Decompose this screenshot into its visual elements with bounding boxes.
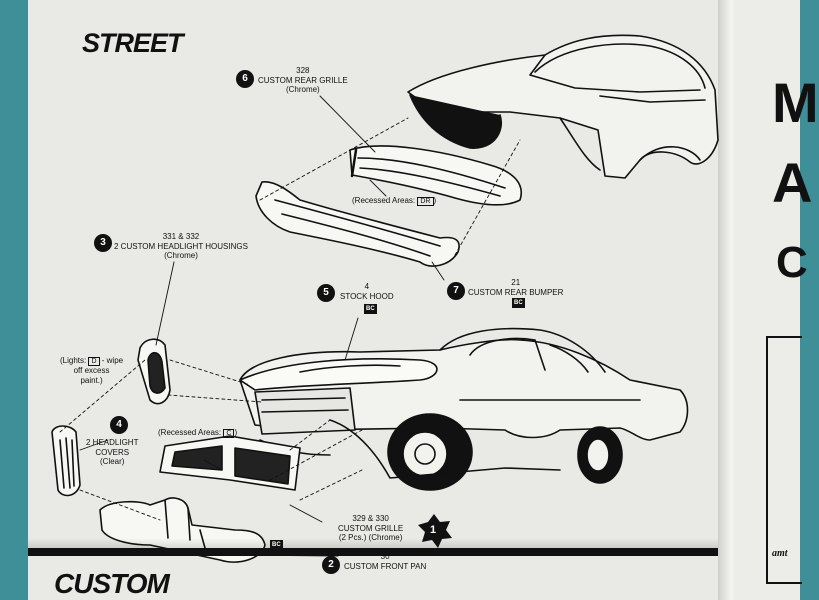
recessed-text: (Recessed Areas:	[158, 428, 222, 437]
part-finish: (Chrome)	[285, 85, 320, 94]
recessed-close: )	[433, 196, 437, 205]
part-number: 4	[364, 282, 370, 291]
step-7-number: 7	[447, 282, 465, 300]
bc-badge: BC	[512, 298, 525, 308]
step-1-star-badge	[418, 514, 452, 548]
callout-front-pan: 30 CUSTOM FRONT PAN	[344, 552, 426, 571]
headlight-housing-drawing	[137, 338, 171, 405]
callout-recessed-c: (Recessed Areas: C)	[158, 428, 237, 438]
step-1-number: 1	[430, 524, 437, 536]
step-6-number: 6	[236, 70, 254, 88]
part-name: CUSTOM REAR BUMPER	[468, 287, 564, 297]
part-number: 331 & 332	[162, 232, 200, 241]
front-grille-drawing	[159, 435, 301, 491]
step-4-number: 4	[110, 416, 128, 434]
step-3-number: 3	[94, 234, 112, 252]
street-heading: STREET	[82, 28, 184, 58]
exploded-view-illustration	[51, 34, 719, 563]
part-number: 21	[511, 278, 521, 287]
part-number: 30	[380, 552, 390, 561]
part-name: CUSTOM GRILLE	[338, 523, 404, 533]
part-name: 2 HEADLIGHT	[86, 438, 139, 447]
note-text: off excess	[73, 366, 110, 375]
recessed-text: (Recessed Areas:	[352, 196, 416, 205]
paint-code-box: D	[88, 357, 100, 366]
paper-crease	[28, 538, 718, 548]
note-text: (Lights:	[60, 356, 87, 365]
right-page-letter: M	[772, 71, 819, 134]
part-finish: (Clear)	[100, 457, 125, 466]
rear-bumper-drawing	[255, 181, 460, 267]
part-name: CUSTOM FRONT PAN	[344, 561, 427, 571]
part-finish: (Chrome)	[164, 251, 198, 260]
callout-rear-bumper: 21 CUSTOM REAR BUMPER	[468, 278, 563, 297]
paint-code-box: DR	[417, 197, 434, 206]
callout-recessed-dr: (Recessed Areas: DR)	[352, 196, 436, 206]
right-page-letter: A	[772, 151, 813, 214]
front-car-drawing	[239, 327, 689, 491]
part-name: STOCK HOOD	[340, 291, 394, 301]
callout-rear-grille: 328 CUSTOM REAR GRILLE (Chrome)	[258, 66, 348, 95]
rear-body-drawing	[407, 34, 719, 179]
note-text: paint.)	[80, 375, 103, 385]
callout-front-grille: 329 & 330 CUSTOM GRILLE (2 Pcs.) (Chrome…	[338, 514, 403, 543]
note-text: - wipe	[101, 356, 124, 365]
part-number: 329 & 330	[352, 514, 389, 523]
part-name: CUSTOM REAR GRILLE	[258, 75, 348, 85]
part-number: 328	[296, 66, 310, 75]
bc-badge: BC	[364, 304, 377, 314]
callout-lights-note: (Lights: D - wipe off excess paint.)	[60, 356, 123, 385]
right-page-letter: C	[776, 238, 808, 287]
front-pan-drawing	[99, 497, 266, 563]
part-finish: (2 Pcs.) (Chrome)	[338, 533, 403, 542]
headlight-cover-drawing	[51, 425, 81, 497]
recessed-close: )	[234, 428, 238, 437]
step-2-number: 2	[322, 556, 340, 574]
part-name-2: COVERS	[95, 447, 130, 457]
part-name: 2 CUSTOM HEADLIGHT HOUSINGS	[114, 241, 248, 251]
right-page-image-frame	[766, 336, 802, 584]
callout-headlight-covers: 2 HEADLIGHT COVERS (Clear)	[86, 438, 138, 467]
custom-heading: CUSTOM	[54, 568, 170, 599]
paint-code-box: C	[223, 429, 235, 438]
callout-stock-hood: 4 STOCK HOOD	[340, 282, 394, 301]
callout-headlight-housings: 331 & 332 2 CUSTOM HEADLIGHT HOUSINGS (C…	[114, 232, 248, 261]
section-divider	[28, 548, 718, 556]
amt-logo: amt	[772, 548, 788, 559]
rear-grille-drawing	[349, 145, 522, 206]
step-5-number: 5	[317, 284, 335, 302]
bc-badge: BC	[270, 540, 283, 550]
